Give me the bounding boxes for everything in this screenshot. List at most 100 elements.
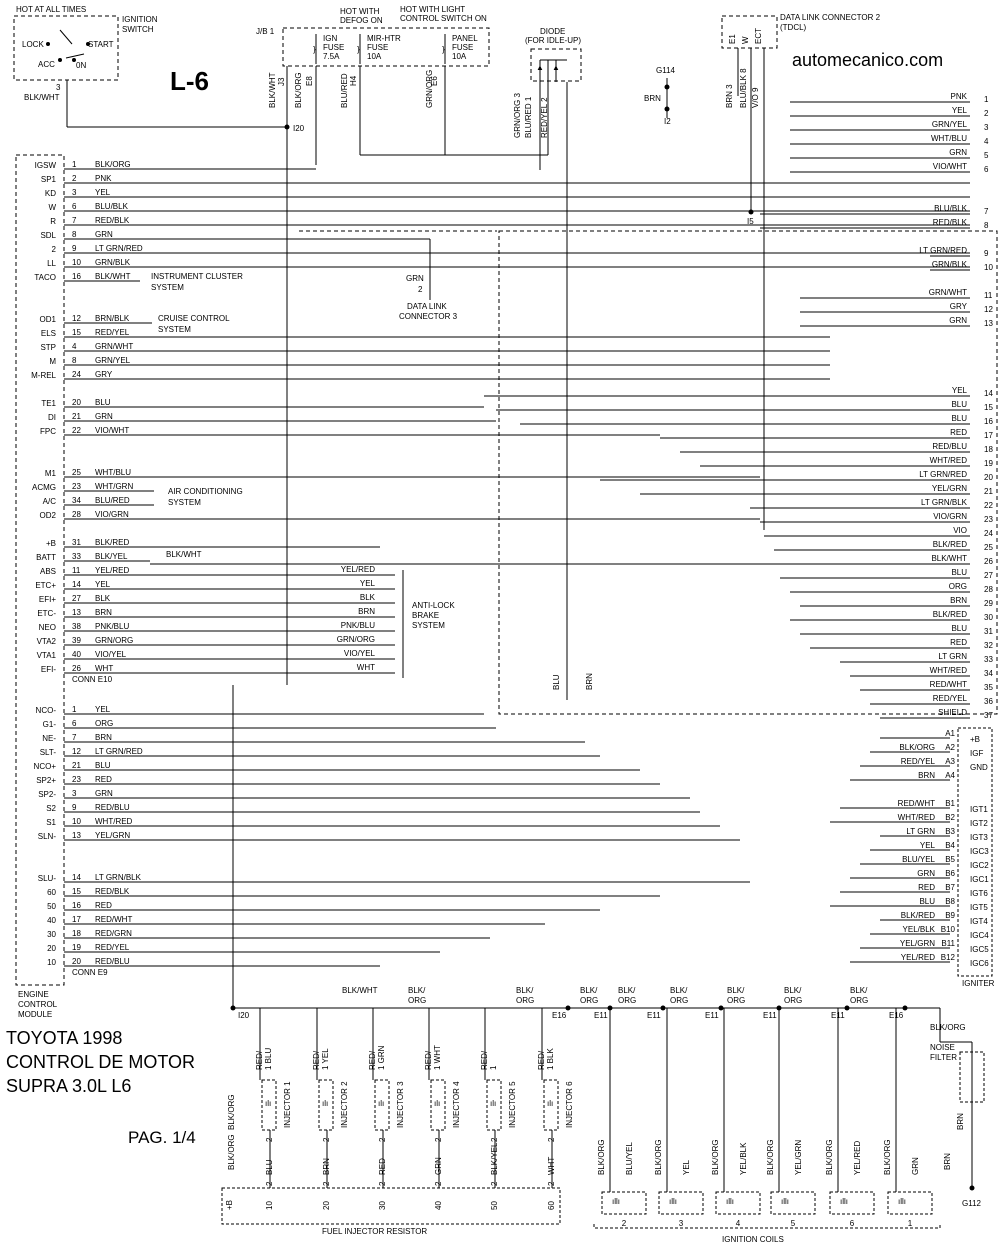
ignition-coil-5-symbol: ıllı: [781, 1197, 789, 1206]
igniter-terminal-igc1: IGC1: [970, 875, 989, 884]
ecm-terminal-di-21: DI: [48, 413, 56, 422]
ecm-wire-color-6-6: RED/BLU: [95, 957, 130, 966]
g112-label: G112: [962, 1199, 982, 1208]
injector-1-coil-symbol: ılı: [265, 1099, 271, 1108]
injector-1-top-wire-2: 1 BLU: [264, 1048, 273, 1070]
resistor-pin-60: 60: [547, 1201, 556, 1210]
fuse-pin-H4: H4: [349, 75, 358, 86]
wire-blk-wht-ign: BLK/WHT: [24, 93, 60, 102]
hot-defog-label: HOT WITH: [340, 7, 380, 16]
igniter-wire-B7: RED: [918, 883, 935, 892]
top-wire-label-3: GRN/ORG: [425, 70, 434, 108]
igniter-terminal-igt1: IGT1: [970, 805, 988, 814]
right-wire-color-17: RED: [950, 428, 967, 437]
abs-wire-label-5: GRN/ORG: [337, 635, 375, 644]
ecm-wire-color-0-1: PNK: [95, 174, 112, 183]
right-wire-color-22: LT GRN/BLK: [921, 498, 968, 507]
right-wire-number-33: 33: [984, 655, 993, 664]
fuse-2-line-1: FUSE: [367, 43, 388, 52]
igniter-terminal-igt5: IGT5: [970, 903, 988, 912]
ecm-wire-color-1-4: GRY: [95, 370, 113, 379]
ecm-label-2: MODULE: [18, 1010, 52, 1019]
right-wire-color-21: YEL/GRN: [932, 484, 967, 493]
noise-filter-label-2: FILTER: [930, 1053, 957, 1062]
splice-i2-label: I2: [664, 117, 671, 126]
resistor-plus-b: +B: [225, 1200, 234, 1210]
cruise-control-label: CRUISE CONTROL: [158, 314, 230, 323]
right-wire-number-13: 13: [984, 319, 993, 328]
ecm-terminal-mrel-14: M-REL: [31, 371, 56, 380]
bus-splice-4: [718, 1005, 724, 1011]
fuse-2-line-0: MIR-HTR: [367, 34, 401, 43]
ecm-wire-color-4-7: GRN/ORG: [95, 636, 133, 645]
right-wire-color-25: BLK/RED: [933, 540, 967, 549]
bus-wire-label-bot-7: ORG: [784, 996, 802, 1005]
right-wire-number-11: 11: [984, 291, 993, 300]
ecm-pin-number-2-1: 21: [72, 412, 81, 421]
right-wire-number-27: 27: [984, 571, 993, 580]
ecm-wire-color-6-4: RED/GRN: [95, 929, 132, 938]
right-wire-color-19: WHT/RED: [930, 456, 968, 465]
ignition-switch-box: [13, 15, 119, 81]
igniter-pin-B6: B6: [945, 869, 955, 878]
ecm-wire-color-1-3: GRN/YEL: [95, 356, 131, 365]
injector-2-coil-symbol: ılı: [322, 1099, 328, 1108]
right-wire-number-10: 10: [984, 263, 993, 272]
ecm-terminal-abs-42: ABS: [40, 567, 56, 576]
ignition-coil-1-symbol: ıllı: [898, 1197, 906, 1206]
bus-wire-label-top-1: BLK/: [408, 986, 426, 995]
website-label: automecanico.com: [792, 50, 944, 70]
ecm-terminal-w-03: W: [48, 203, 56, 212]
injector-3-coil-symbol: ılı: [378, 1099, 384, 1108]
ecm-wire-color-3-2: BLU/RED: [95, 496, 130, 505]
ecm-conn-e10: CONN E10: [72, 675, 113, 684]
abs-wire-label-1: YEL: [360, 579, 376, 588]
injector-6-bottom-wire: WHT: [547, 1157, 556, 1175]
right-wire-color-36: RED/YEL: [933, 694, 968, 703]
ecm-terminal-stp-12: STP: [40, 343, 56, 352]
ecm-pin-number-3-1: 23: [72, 482, 81, 491]
dlc2-wire-label-2: V/O 9: [751, 87, 760, 108]
ignition-coil-4-wire-b: YEL/BLK: [739, 1142, 748, 1175]
ignition-coil-4-wire-a: BLK/ORG: [711, 1139, 720, 1175]
right-wire-number-28: 28: [984, 585, 993, 594]
right-wire-number-29: 29: [984, 599, 993, 608]
ecm-pin-number-5-2: 7: [72, 733, 77, 742]
igniter-pin-A1: A1: [945, 729, 955, 738]
igniter-pin-B4: B4: [945, 841, 955, 850]
right-wire-number-17: 17: [984, 431, 993, 440]
ecm-wire-color-5-6: GRN: [95, 789, 113, 798]
ecm-terminal-els-11: ELS: [41, 329, 56, 338]
bus-splice-label-3: E11: [647, 1011, 661, 1020]
ecm-pin-number-6-1: 15: [72, 887, 81, 896]
anti-lock-label-2: SYSTEM: [412, 621, 445, 630]
injector-4-top-wire-2: 1 WHT: [433, 1045, 442, 1070]
ecm-wire-color-1-2: GRN/WHT: [95, 342, 133, 351]
ignition-switch-label-2: SWITCH: [122, 25, 154, 34]
ecm-wire-color-0-7: GRN/BLK: [95, 258, 131, 267]
bus-splice-1: [565, 1005, 571, 1011]
dlc2-label-2: (TDCL): [780, 23, 807, 32]
ignition-coil-2-wire-b: BLU/YEL: [625, 1142, 634, 1175]
ecm-terminal-kd-02: KD: [45, 189, 56, 198]
ecm-terminal-ac-32: A/C: [43, 497, 57, 506]
ecm-pin-number-1-2: 4: [72, 342, 77, 351]
right-wire-color-23: VIO/GRN: [933, 512, 967, 521]
right-wire-color-31: BLU: [951, 624, 967, 633]
ecm-terminal-sdl-05: SDL: [40, 231, 56, 240]
ignition-coil-number-1: 1: [908, 1219, 913, 1228]
injector-3-pin-b: 2: [378, 1181, 387, 1186]
right-wire-number-8: 8: [984, 221, 989, 230]
bus-wire-label-top-7: BLK/: [784, 986, 802, 995]
switch-lock-label: LOCK: [22, 40, 44, 49]
right-wire-number-7: 7: [984, 207, 989, 216]
igniter-pin-B5: B5: [945, 855, 955, 864]
right-wire-color-1: PNK: [951, 92, 968, 101]
right-wire-number-15: 15: [984, 403, 993, 412]
bus-splice-label-5: E11: [763, 1011, 777, 1020]
fuse-1-line-0: IGN: [323, 34, 337, 43]
bus-wire-label-top-8: BLK/: [850, 986, 868, 995]
fuse-3-line-0: PANEL: [452, 34, 478, 43]
right-wire-color-24: VIO: [953, 526, 967, 535]
igniter-terminal-gnd: GND: [970, 763, 988, 772]
